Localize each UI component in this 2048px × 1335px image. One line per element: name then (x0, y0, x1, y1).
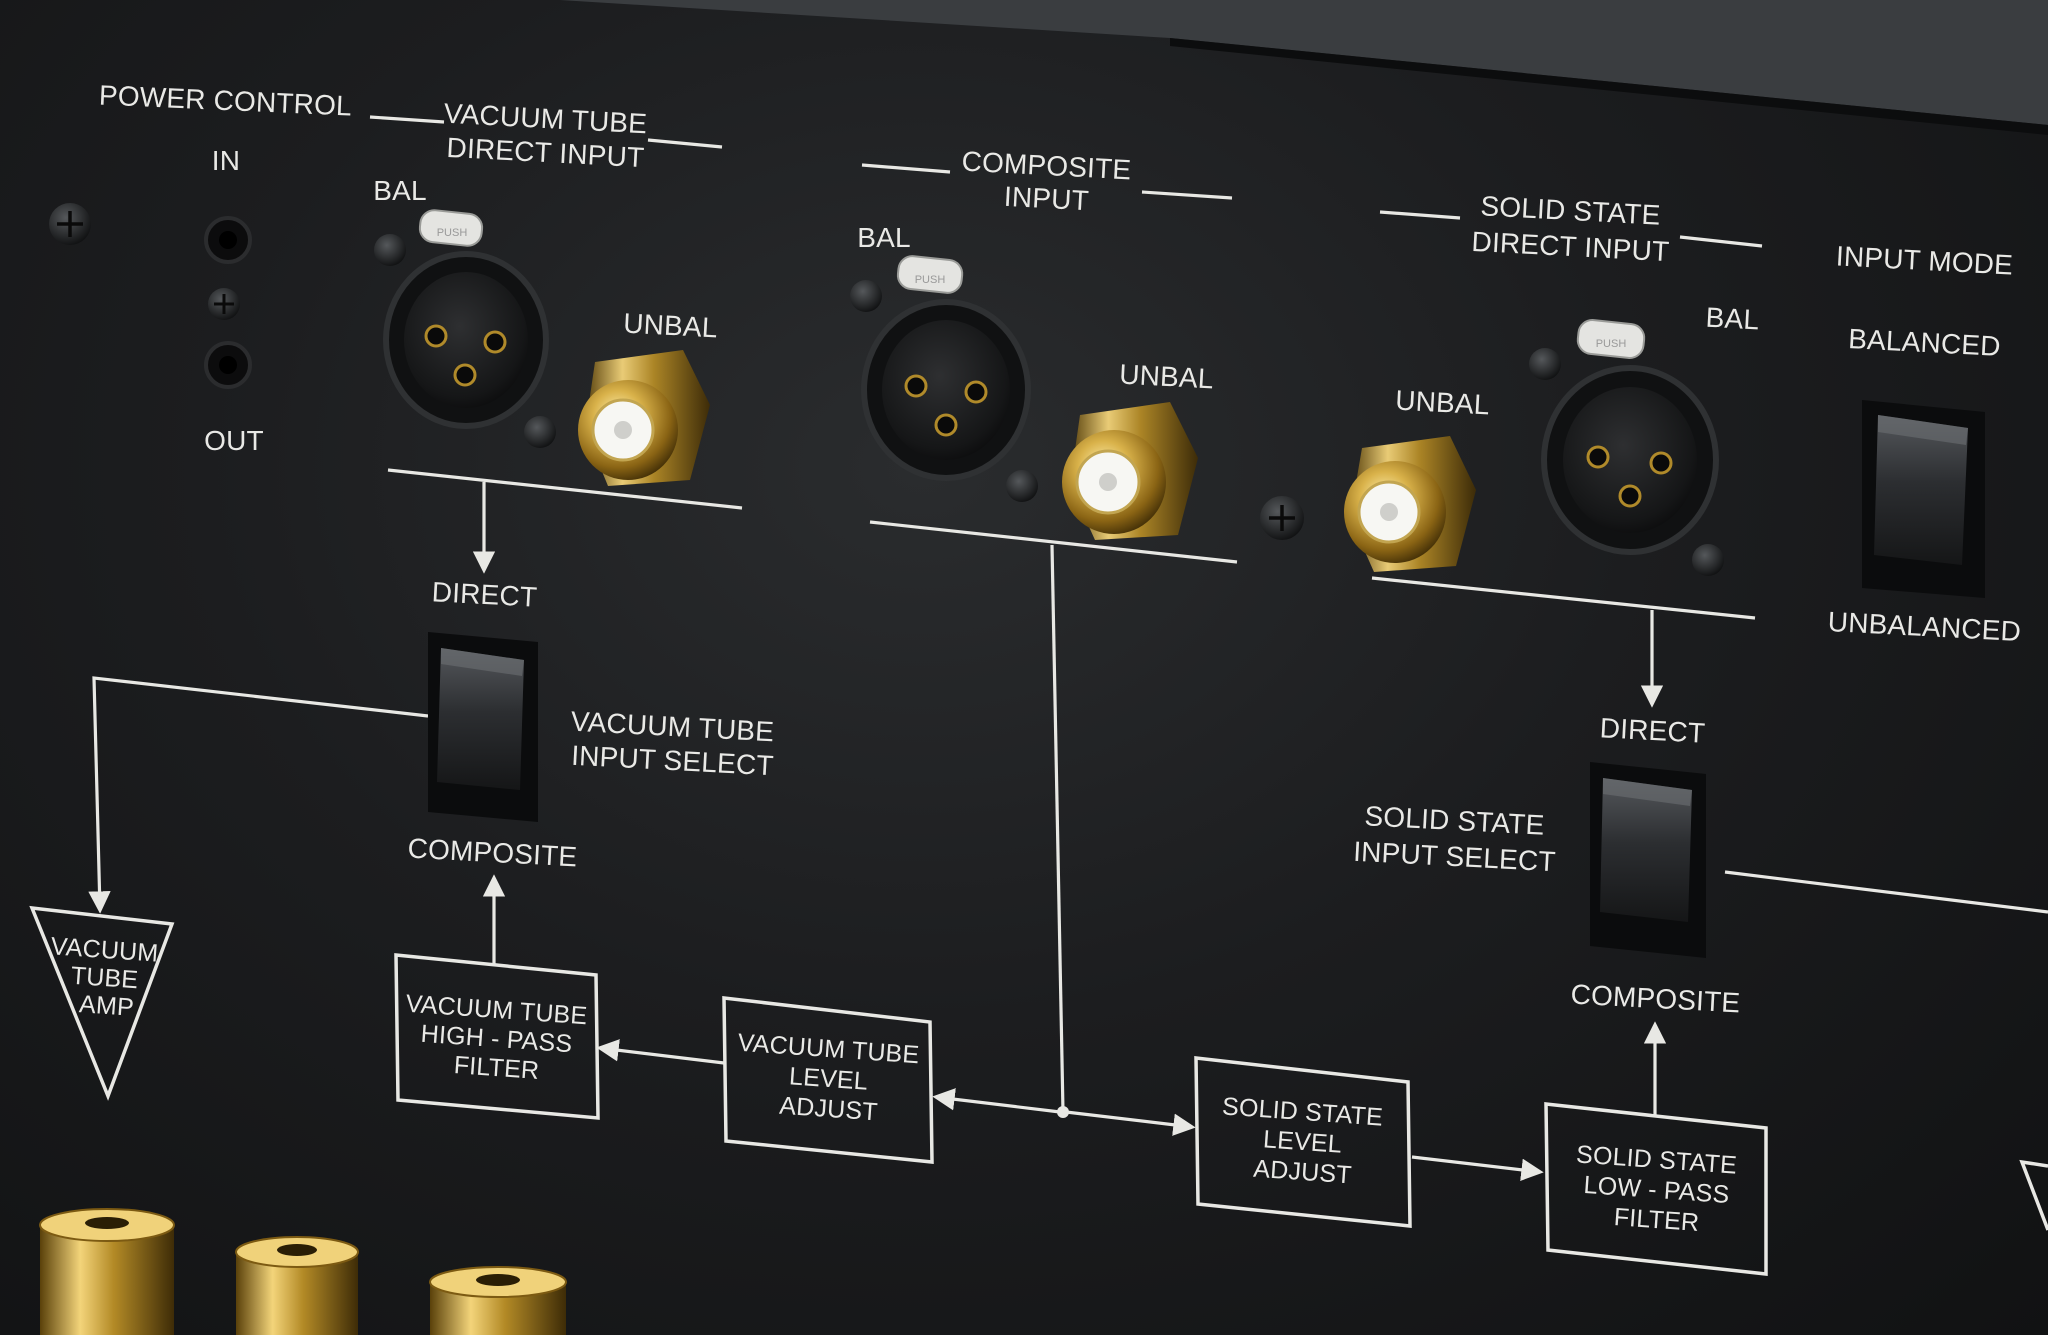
ss-rca-connector[interactable] (1344, 436, 1476, 572)
vacuum-tube-input-select: DIRECT VACUUM TUBE INPUT SELECT COMPOSIT… (407, 576, 775, 872)
ss-level-line-2: LEVEL (1262, 1125, 1343, 1158)
input-mode-rocker-switch[interactable] (1862, 400, 1985, 598)
composite-title-2: INPUT (1003, 181, 1090, 216)
svg-text:PUSH: PUSH (1596, 338, 1627, 350)
input-mode-balanced-label: BALANCED (1848, 323, 2002, 362)
vt-level-line-2: LEVEL (788, 1062, 869, 1095)
ss-bal-label: BAL (1705, 302, 1760, 336)
vt-amp-line-1: VACUUM (50, 932, 159, 967)
binding-post-1[interactable] (39, 1208, 175, 1335)
solid-state-level-adjust-block: SOLID STATE LEVEL ADJUST (1194, 1056, 1412, 1228)
vt-level-line-1: VACUUM TUBE (737, 1029, 920, 1070)
ss-lpf-line-3: FILTER (1613, 1203, 1700, 1237)
composite-xlr-connector[interactable]: PUSH (850, 255, 1038, 502)
ss-direct-title-2: DIRECT INPUT (1471, 226, 1670, 267)
input-mode-title: INPUT MODE (1835, 240, 2014, 280)
panel-screw-icon (1260, 496, 1304, 540)
power-out-jack[interactable] (204, 341, 252, 389)
svg-text:PUSH: PUSH (437, 227, 468, 239)
vt-select-direct-label: DIRECT (431, 576, 538, 612)
power-control-label: POWER CONTROL (98, 80, 352, 122)
solid-state-input-select: DIRECT SOLID STATE INPUT SELECT COMPOSIT… (1353, 712, 1742, 1018)
vt-xlr-connector[interactable]: PUSH (374, 209, 556, 448)
vt-direct-title-2: DIRECT INPUT (446, 132, 645, 173)
panel-screw-icon (49, 203, 91, 245)
solid-state-low-pass-filter-block: SOLID STATE LOW - PASS FILTER (1544, 1102, 1768, 1276)
ss-select-direct-label: DIRECT (1599, 712, 1706, 748)
vt-rca-connector[interactable] (578, 350, 710, 486)
ss-xlr-connector[interactable]: PUSH (1529, 319, 1724, 576)
vacuum-tube-level-adjust-block: VACUUM TUBE LEVEL ADJUST (722, 996, 934, 1164)
ss-select-name-1: SOLID STATE (1364, 800, 1545, 840)
svg-text:PUSH: PUSH (915, 274, 946, 286)
input-mode-unbalanced-label: UNBALANCED (1827, 606, 2022, 647)
signal-flow-wiring (88, 482, 2048, 1181)
composite-rca-connector[interactable] (1062, 402, 1198, 540)
vacuum-tube-high-pass-filter-block: VACUUM TUBE HIGH - PASS FILTER (394, 953, 600, 1120)
ss-level-line-3: ADJUST (1252, 1155, 1352, 1190)
vt-select-composite-label: COMPOSITE (407, 833, 578, 873)
vacuum-tube-amp-block: VACUUM TUBE AMP (29, 905, 175, 1101)
vt-bal-label: BAL (373, 175, 427, 206)
vacuum-tube-direct-input-section: VACUUM TUBE DIRECT INPUT BAL UNBAL PUSH (369, 98, 743, 510)
ss-select-rocker-switch[interactable] (1590, 762, 1706, 958)
solid-state-direct-input-section: SOLID STATE DIRECT INPUT BAL UNBAL PUSH (1344, 190, 1763, 620)
binding-post-2[interactable] (235, 1236, 359, 1335)
vt-select-name-2: INPUT SELECT (571, 740, 775, 782)
composite-input-section: COMPOSITE INPUT BAL UNBAL PUSH (850, 146, 1304, 564)
vt-select-rocker-switch[interactable] (428, 632, 538, 822)
ss-unbal-label: UNBAL (1395, 385, 1491, 421)
ss-select-composite-label: COMPOSITE (1570, 979, 1741, 1019)
power-ground-screw (208, 288, 240, 320)
composite-bal-label: BAL (857, 222, 911, 253)
vt-unbal-label: UNBAL (623, 308, 719, 344)
binding-post-3[interactable] (429, 1266, 567, 1335)
power-out-label: OUT (204, 425, 264, 456)
vt-level-line-3: ADJUST (778, 1092, 878, 1127)
vt-hpf-line-3: FILTER (453, 1051, 540, 1085)
power-in-jack[interactable] (204, 216, 252, 264)
vt-amp-line-3: AMP (78, 990, 135, 1022)
composite-title-1: COMPOSITE (961, 146, 1132, 186)
ss-direct-title-1: SOLID STATE (1480, 190, 1661, 230)
power-in-label: IN (212, 145, 240, 176)
ss-level-line-1: SOLID STATE (1221, 1092, 1384, 1131)
ss-select-name-2: INPUT SELECT (1353, 836, 1557, 878)
input-mode-section: INPUT MODE BALANCED UNBALANCED (1827, 240, 2022, 647)
composite-unbal-label: UNBAL (1119, 359, 1215, 395)
panel-top-edge (560, 0, 2048, 125)
vt-amp-line-2: TUBE (70, 962, 139, 995)
power-control-section: POWER CONTROL IN OUT (49, 80, 353, 456)
solid-state-amp-block-partial (2019, 1159, 2048, 1231)
